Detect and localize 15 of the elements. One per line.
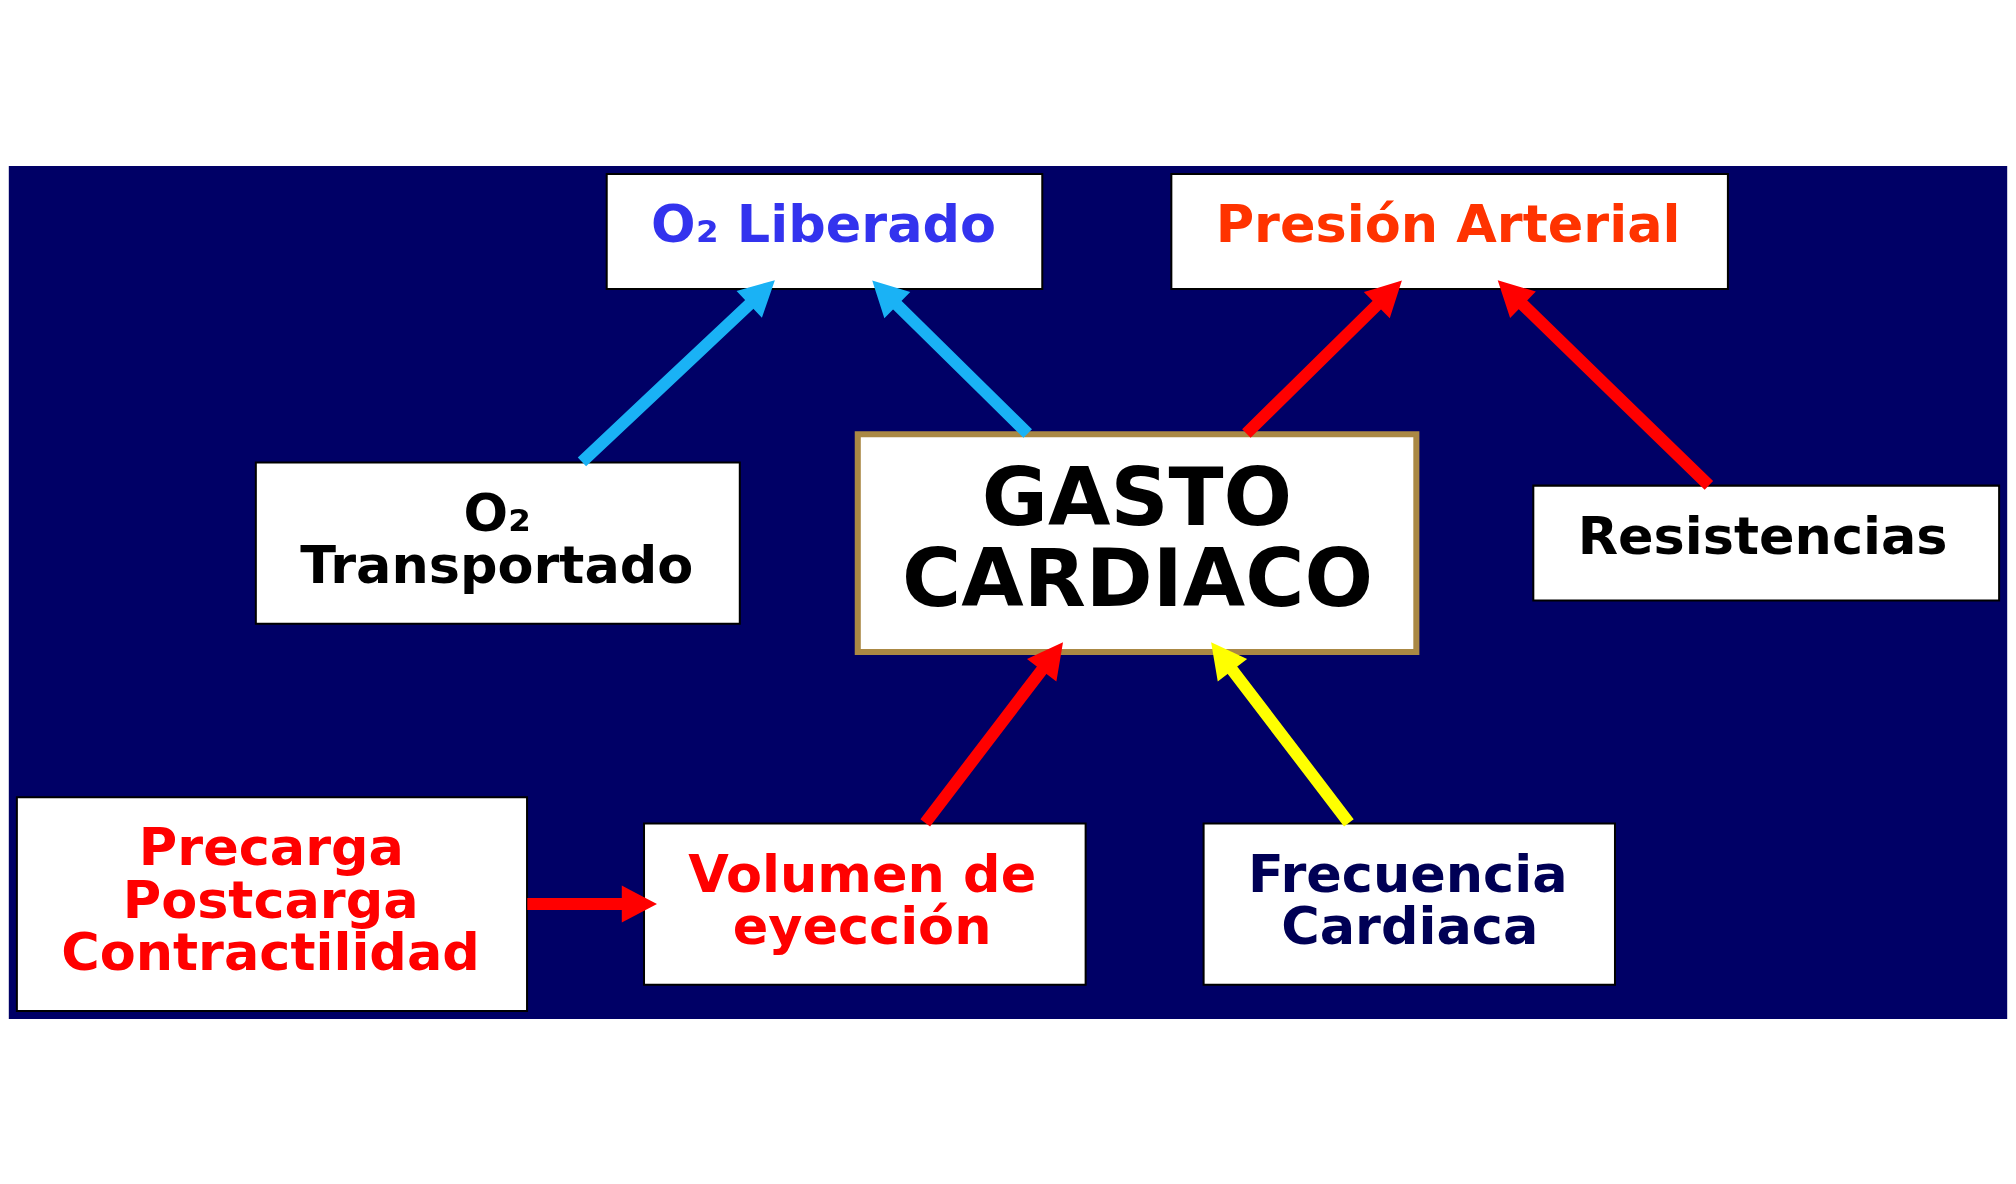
node-box: Resistencias [1532,484,2001,602]
node-box: Precarga Postcarga Contractilidad [15,795,529,1012]
node-box: Frecuencia Cardiaca [1202,821,1616,986]
arrow [872,280,1032,438]
arrow [527,885,657,923]
node-box: GASTO CARDIACO [854,430,1420,655]
node-box: O₂ Liberado [605,172,1044,290]
arrow [1242,280,1402,438]
node-box: Presión Arterial [1170,172,1729,290]
node-box: Volumen de eyección [643,821,1087,986]
arrow [1211,641,1354,826]
arrow [577,279,775,466]
arrow [1497,279,1714,490]
arrow [920,641,1064,826]
node-box: O₂ Transportado [254,460,741,625]
